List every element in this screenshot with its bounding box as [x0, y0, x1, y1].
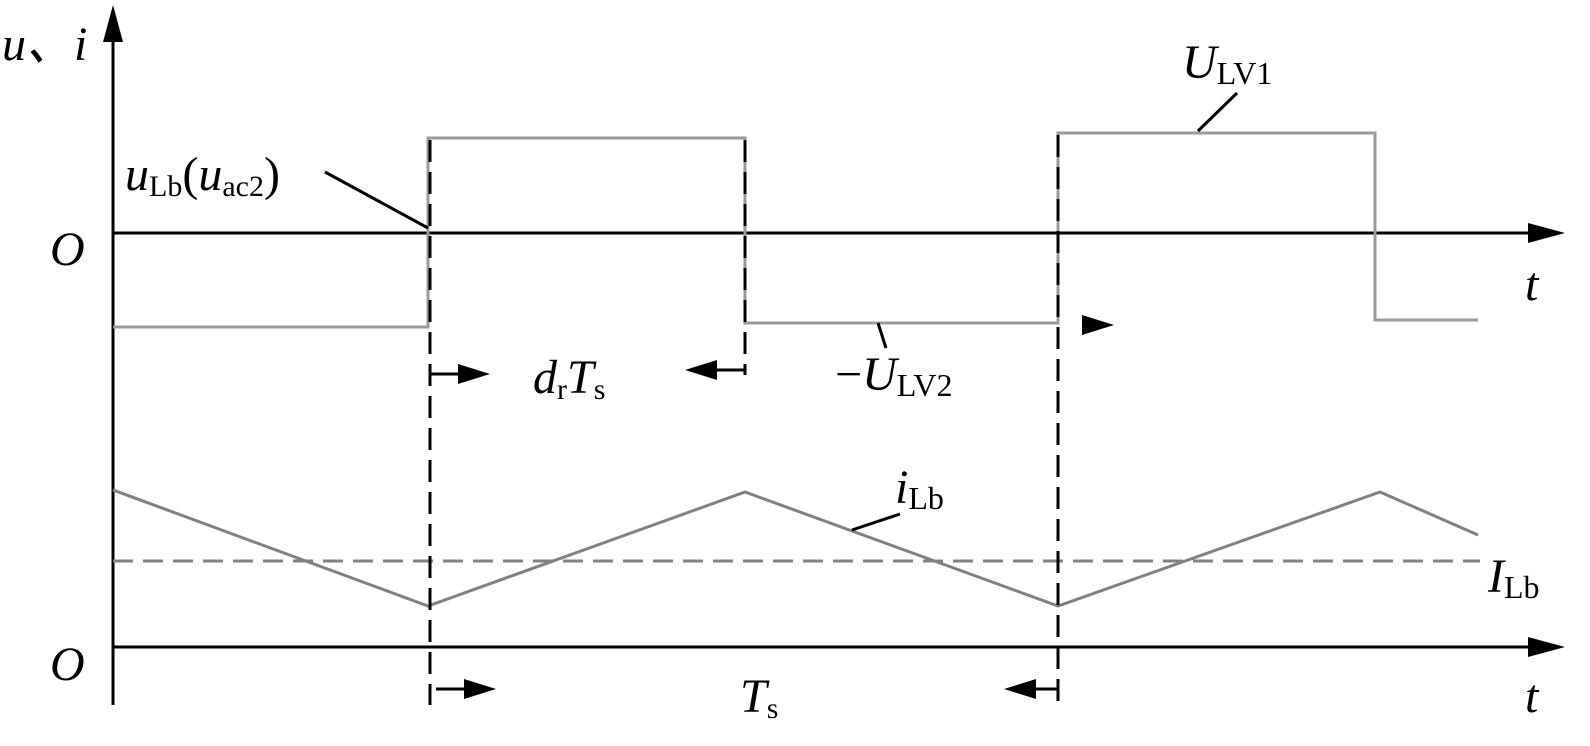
lower-time-axis-arrow-icon	[1528, 637, 1565, 657]
upper-time-axis-arrow-icon	[1528, 223, 1565, 243]
current-waveform	[112, 488, 1479, 608]
u-lv1-label: ULV1	[1182, 36, 1272, 91]
ilb-leader	[851, 512, 901, 532]
lower-origin-label: O	[50, 638, 85, 691]
duty-left-arrow-icon	[458, 364, 490, 384]
duty-right-arrow-icon	[685, 360, 717, 380]
period-left-arrow-icon	[464, 679, 496, 699]
ulv1-leader	[1196, 91, 1239, 133]
voltage-waveform	[113, 131, 1478, 329]
u-lv2-label: −ULV2	[835, 348, 952, 403]
upper-t-label: t	[1525, 258, 1540, 311]
voltage-label: uLb(uac2)	[125, 148, 280, 203]
lv2-arrow-icon	[1082, 315, 1114, 335]
period-label: Ts	[740, 670, 778, 725]
upper-origin-label: O	[50, 223, 85, 276]
period-right-arrow-icon	[1004, 679, 1036, 699]
ulb-leader	[324, 170, 429, 230]
y-axis-label: u、i	[2, 18, 87, 71]
y-axis-arrow-icon	[103, 5, 123, 42]
ulv2-leader	[876, 322, 888, 349]
current-label: iLb	[895, 461, 944, 516]
avg-current-label: ILb	[1487, 550, 1540, 605]
duty-label: drTs	[533, 351, 605, 406]
lower-t-label: t	[1525, 670, 1540, 723]
